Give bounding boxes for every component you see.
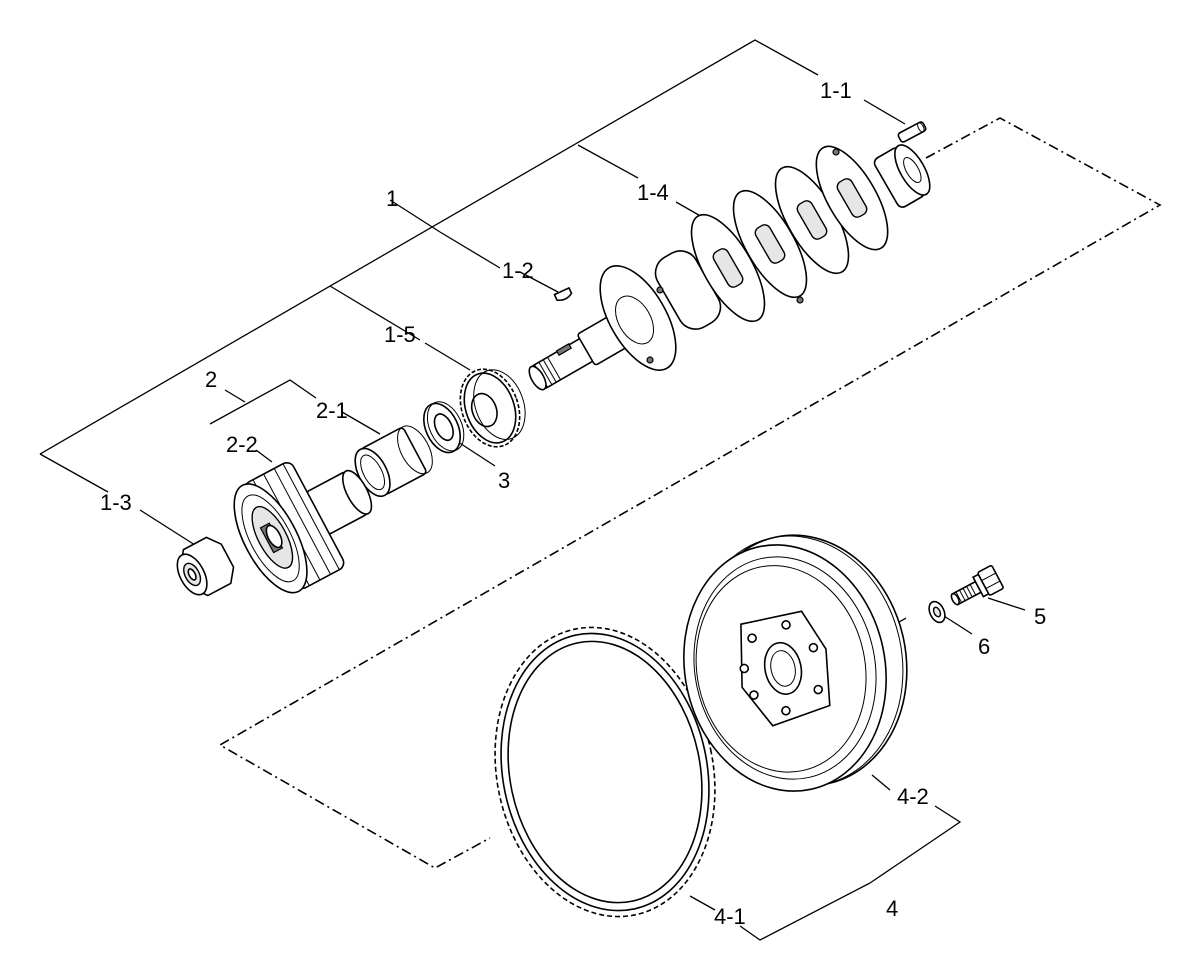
label-5: 5 bbox=[1034, 604, 1046, 629]
key-icon bbox=[553, 286, 573, 302]
label-1-4: 1-4 bbox=[637, 180, 669, 205]
flywheel-icon bbox=[683, 534, 908, 792]
label-1: 1 bbox=[386, 186, 398, 211]
label-1-3: 1-3 bbox=[100, 490, 132, 515]
label-2-2: 2-2 bbox=[226, 432, 258, 457]
bracket-assembly-2 bbox=[209, 379, 381, 463]
label-1-2: 1-2 bbox=[502, 258, 534, 283]
hex-nut-icon bbox=[176, 536, 235, 597]
label-1-1: 1-1 bbox=[820, 78, 852, 103]
bracket-assembly-4 bbox=[689, 774, 962, 941]
bracket-assembly-1 bbox=[39, 39, 906, 546]
leader-6 bbox=[943, 615, 973, 635]
callout-labels: 1 1-1 1-2 1-3 1-4 1-5 2 2-1 2-2 3 4 4-1 … bbox=[100, 78, 1046, 929]
crankshaft-icon bbox=[528, 144, 931, 391]
pulley-icon bbox=[233, 462, 373, 594]
label-4-1: 4-1 bbox=[714, 904, 746, 929]
washer-icon bbox=[423, 401, 465, 454]
ring-gear-icon bbox=[494, 626, 716, 918]
label-6: 6 bbox=[978, 634, 990, 659]
label-4-2: 4-2 bbox=[897, 784, 929, 809]
label-2: 2 bbox=[205, 367, 217, 392]
leader-5 bbox=[987, 597, 1026, 611]
dashdot-enclosure bbox=[218, 117, 1162, 869]
bolt-icon bbox=[950, 565, 1004, 606]
label-3: 3 bbox=[498, 468, 510, 493]
label-2-1: 2-1 bbox=[316, 398, 348, 423]
washer-icon bbox=[928, 600, 946, 624]
label-4: 4 bbox=[886, 896, 898, 921]
pin-icon bbox=[897, 121, 927, 143]
label-1-5: 1-5 bbox=[384, 322, 416, 347]
